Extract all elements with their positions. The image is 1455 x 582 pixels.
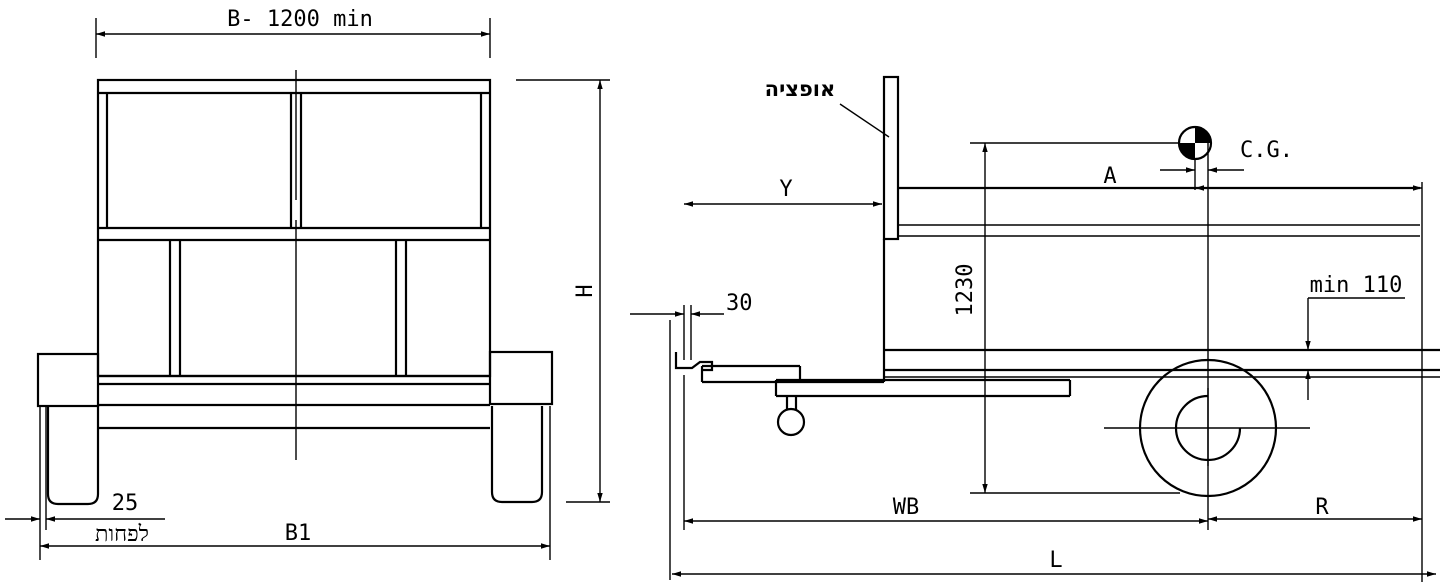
label-r: R (1315, 495, 1329, 520)
dim-h: H (516, 79, 610, 503)
front-view: B- 1200 min (5, 7, 610, 560)
label-y: Y (779, 177, 792, 202)
label-cg: C.G. (1240, 138, 1293, 163)
main-wheel (1104, 358, 1310, 498)
label-min-hebrew: לפחות (95, 522, 149, 547)
dim-a: A (970, 142, 1423, 582)
label-option-hebrew: אופציה (765, 77, 836, 101)
dim-b1: B1 (40, 521, 550, 549)
drawbar (674, 305, 1072, 398)
cg-marker: C.G. (1160, 125, 1293, 530)
label-h: H (573, 284, 598, 297)
dim-25: 25 לפחות (5, 491, 165, 547)
label-min-110: min 110 (1310, 273, 1403, 298)
dim-1230: 1230 (953, 143, 1180, 494)
front-box (96, 70, 492, 460)
dim-min-110: min 110 (1305, 273, 1405, 400)
dim-wb: WB (683, 375, 1208, 530)
front-wheels (39, 406, 551, 560)
label-l: L (1049, 548, 1062, 573)
dim-l: L (669, 320, 1436, 580)
front-chassis (36, 350, 554, 430)
label-a: A (1103, 164, 1116, 189)
label-1230: 1230 (953, 264, 978, 317)
jockey-wheel (776, 396, 806, 437)
label-b1: B1 (285, 521, 312, 546)
headboard-option: אופציה (765, 75, 900, 241)
dim-y: Y (684, 177, 882, 207)
dim-b-width: B- 1200 min (95, 7, 491, 58)
label-30: 30 (726, 291, 753, 316)
label-wb: WB (893, 495, 920, 520)
dim-30: 30 (630, 291, 753, 317)
label-b-width: B- 1200 min (227, 7, 373, 32)
dim-r: R (1208, 495, 1422, 522)
side-view: אופציה (630, 75, 1440, 582)
label-25: 25 (112, 491, 139, 516)
